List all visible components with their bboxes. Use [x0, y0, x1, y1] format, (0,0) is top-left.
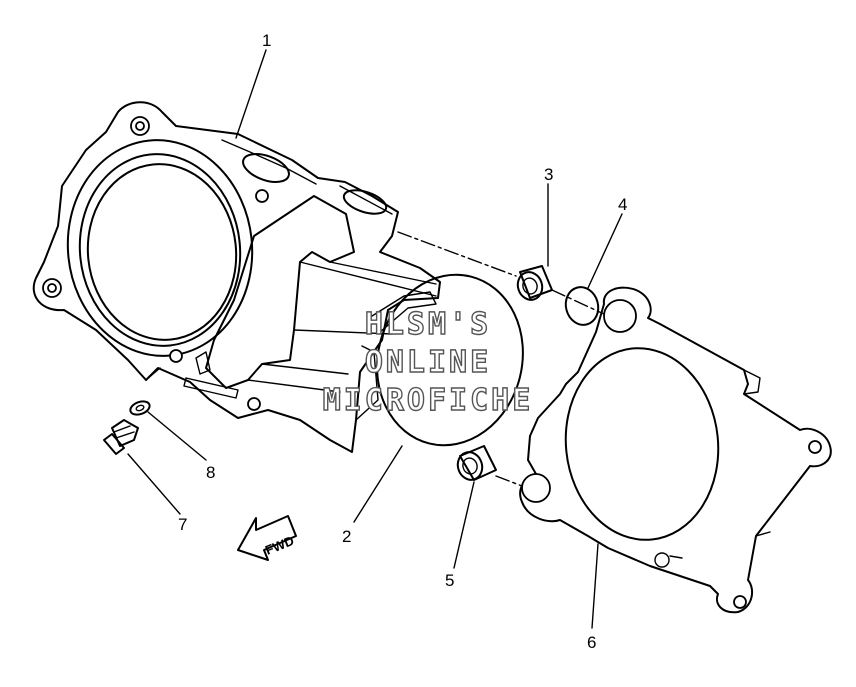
part-number-6: 6 — [587, 633, 596, 652]
part-number-3: 3 — [544, 165, 553, 184]
leader-lines — [127, 49, 623, 629]
part-number-1: 1 — [262, 31, 271, 50]
washer-drawing — [129, 400, 151, 416]
part-number-4: 4 — [618, 195, 627, 214]
forward-direction-arrow: FWD — [237, 515, 297, 561]
o-ring-small-drawing — [564, 286, 600, 326]
cylinder-gasket-drawing — [519, 286, 832, 614]
watermark: HLSM'S ONLINE MICROFICHE — [322, 306, 534, 418]
dowel-pin-lower-drawing — [456, 445, 523, 487]
part-number-8: 8 — [206, 463, 215, 482]
watermark-line-3: MICROFICHE — [323, 383, 534, 418]
o-ring-large-drawing — [355, 273, 524, 447]
dowel-pin-upper-drawing — [516, 265, 553, 301]
part-number-5: 5 — [445, 571, 454, 590]
watermark-line-1: HLSM'S — [365, 307, 491, 342]
bolt-drawing — [103, 419, 139, 455]
watermark-line-2: ONLINE — [365, 345, 491, 380]
part-number-2: 2 — [342, 527, 351, 546]
cylinder-drawing — [32, 101, 517, 453]
fwd-label: FWD — [263, 533, 296, 558]
part-number-7: 7 — [178, 515, 187, 534]
